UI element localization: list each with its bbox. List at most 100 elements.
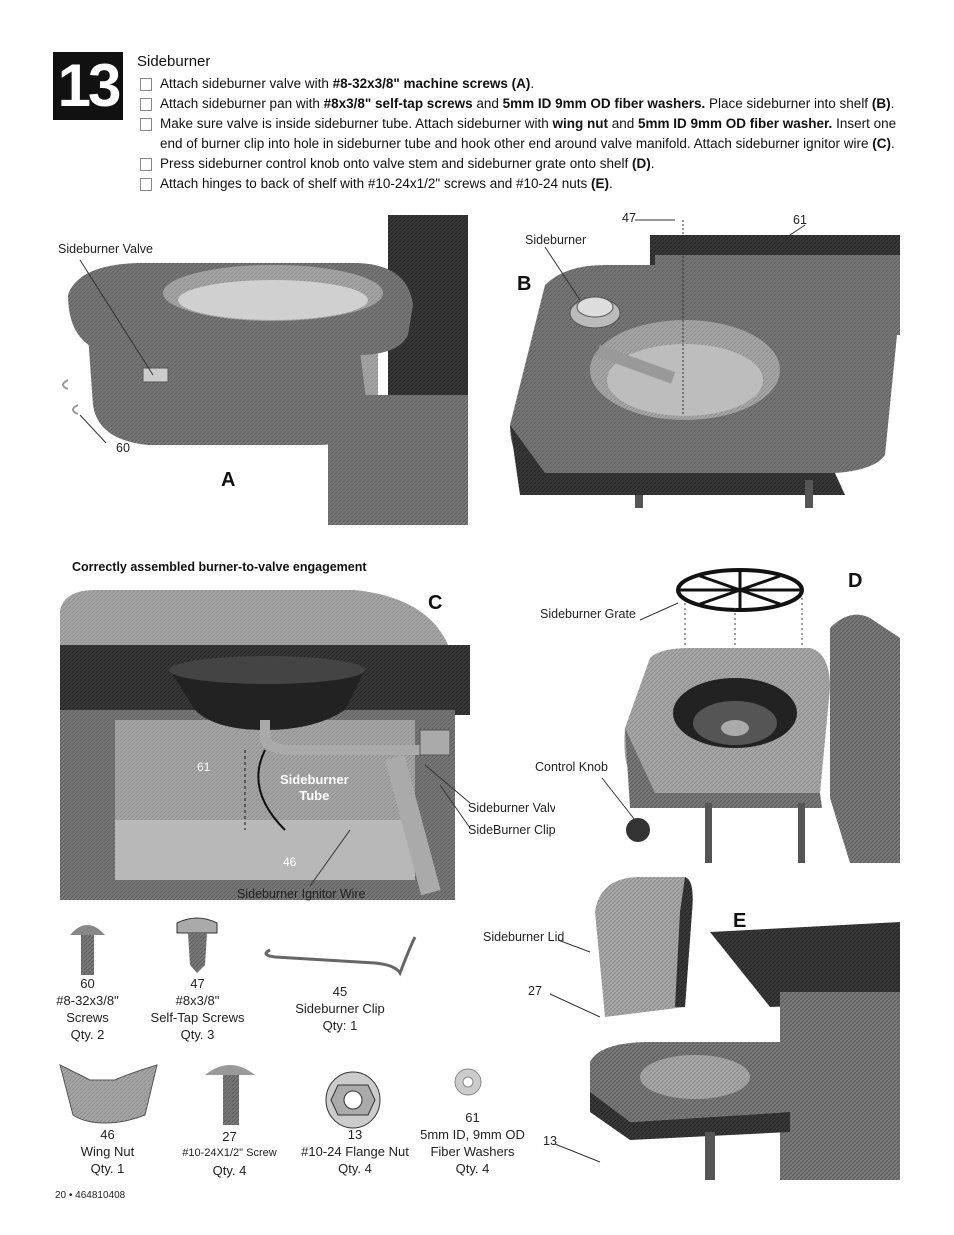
figure-b-illustration (510, 219, 900, 508)
figure-c: Sideburner Tube 61 46 C Sideburner Valve… (55, 590, 555, 905)
parts-illustrations (59, 917, 482, 1129)
instruction-segment: . (609, 176, 613, 191)
callout-e-27: 27 (528, 984, 542, 998)
figure-c-illustration (60, 590, 471, 900)
instruction-text: Attach sideburner pan with #8x3/8" self-… (160, 94, 894, 114)
figure-a-illustration (62, 215, 468, 525)
instruction-segment: . (890, 136, 895, 151)
part-47-screw (176, 917, 218, 973)
part-61-caption: 61 5mm ID, 9mm OD Fiber Washers Qty. 4 (410, 1109, 535, 1177)
callout-60: 60 (116, 441, 130, 455)
part-46-number: 46 (100, 1127, 115, 1142)
part-60-qty: Qty. 2 (70, 1027, 105, 1042)
part-60-line1: #8-32x3/8" (56, 993, 119, 1008)
tube-label-line1: Sideburner (280, 772, 349, 787)
instruction-segment: Place sideburner into shelf (705, 96, 872, 111)
checkbox-icon (140, 118, 152, 131)
instruction-segment: (D) (632, 156, 651, 171)
instruction-segment: Make sure valve is inside sideburner tub… (160, 116, 553, 131)
part-46-wingnut (59, 1064, 158, 1124)
part-27-qty: Qty. 4 (212, 1163, 247, 1178)
part-13-flangenut (325, 1071, 381, 1129)
instruction-segment: (C) (872, 136, 891, 151)
instruction-segment: 5mm ID 9mm OD fiber washers. (502, 96, 706, 111)
figure-letter-e: E (733, 910, 747, 932)
instruction-text: Attach hinges to back of shelf with #10-… (160, 174, 613, 194)
instruction-segment: wing nut (552, 116, 608, 131)
part-46-line1: Wing Nut (80, 1144, 135, 1159)
part-60-number: 60 (80, 976, 95, 991)
part-60-caption: 60 #8-32x3/8" Screws Qty. 2 (40, 975, 135, 1043)
tube-label: Sideburner Tube (280, 772, 349, 804)
part-27-line1: #10-24X1/2" Screw (182, 1147, 277, 1159)
label-sideburner-grate: Sideburner Grate (540, 607, 636, 621)
part-47-number: 47 (190, 976, 205, 991)
callout-c-46: 46 (283, 855, 297, 869)
figure-letter-d: D (848, 570, 863, 592)
label-c-ignitor-wire: Sideburner Ignitor Wire (237, 887, 366, 901)
instruction-segment: Insert one end of burner clip into hole … (160, 116, 897, 151)
part-27-screw (205, 1065, 255, 1125)
instruction-item: Make sure valve is inside sideburner tub… (140, 114, 920, 154)
part-47-qty: Qty. 3 (180, 1027, 215, 1042)
label-sideburner: Sideburner (525, 233, 587, 247)
part-61-qty: Qty. 4 (455, 1161, 490, 1176)
figure-letter-a: A (221, 469, 236, 491)
label-sideburner-valve: Sideburner Valve (58, 242, 153, 256)
figure-d: D Sideburner Grate Control Knob (530, 548, 900, 863)
label-c-sideburner-clip: SideBurner Clip (468, 823, 555, 837)
instruction-segment: (E) (591, 176, 610, 191)
checkbox-icon (140, 178, 152, 191)
instruction-text: Attach sideburner valve with #8-32x3/8" … (160, 74, 534, 94)
part-45-qty: Qty: 1 (322, 1018, 358, 1033)
part-13-number: 13 (347, 1127, 363, 1142)
step-number: 13 (53, 52, 123, 120)
part-47-line1: #8x3/8" (175, 993, 220, 1008)
instruction-segment: and (472, 96, 503, 111)
callout-61: 61 (793, 213, 807, 227)
part-61-line2: Fiber Washers (430, 1144, 515, 1159)
instruction-segment: #8-32x3/8" machine screws (A) (332, 76, 531, 91)
part-27-number: 27 (222, 1129, 237, 1144)
part-60-screw (70, 925, 105, 975)
instruction-text: Press sideburner control knob onto valve… (160, 154, 655, 174)
part-27-caption: 27 #10-24X1/2" Screw Qty. 4 (172, 1128, 287, 1179)
instruction-item: Attach hinges to back of shelf with #10-… (140, 174, 920, 194)
instruction-segment: . (890, 96, 895, 111)
part-13-qty: Qty. 4 (338, 1161, 372, 1176)
part-47-line2: Self-Tap Screws (150, 1010, 245, 1025)
figure-e: E Sideburner Lid 27 13 (480, 872, 900, 1180)
figure-letter-c: C (428, 592, 443, 614)
step-title: Sideburner (137, 53, 211, 70)
label-c-sideburner-valve: Sideburner Valve (468, 801, 555, 815)
instruction-segment: Attach sideburner pan with (160, 96, 324, 111)
part-61-number: 61 (465, 1110, 480, 1125)
callout-e-13: 13 (543, 1134, 557, 1148)
instruction-list: Attach sideburner valve with #8-32x3/8" … (140, 74, 920, 194)
figure-a: Sideburner Valve 60 A (58, 215, 468, 525)
instruction-text: Make sure valve is inside sideburner tub… (160, 114, 920, 154)
checkbox-icon (140, 78, 152, 91)
figure-d-illustration (601, 568, 900, 863)
part-45-number: 45 (332, 984, 348, 999)
figure-e-illustration (549, 877, 900, 1180)
part-46-qty: Qty. 1 (90, 1161, 125, 1176)
part-60-line2: Screws (66, 1010, 109, 1025)
part-47-caption: 47 #8x3/8" Self-Tap Screws Qty. 3 (140, 975, 255, 1043)
part-61-line1: 5mm ID, 9mm OD (420, 1127, 525, 1142)
checkbox-icon (140, 158, 152, 171)
checkbox-icon (140, 98, 152, 111)
part-46-caption: 46 Wing Nut Qty. 1 (60, 1126, 155, 1177)
part-61-washer (454, 1068, 482, 1096)
figure-c-heading: Correctly assembled burner-to-valve enga… (72, 560, 367, 574)
callout-47: 47 (622, 211, 636, 225)
instruction-segment: (B) (871, 96, 891, 111)
figure-b: 47 61 Sideburner B (505, 205, 900, 508)
part-13-line1: #10-24 Flange Nut (301, 1144, 409, 1159)
instruction-segment: #8x3/8" self-tap screws (323, 96, 473, 111)
instruction-segment: and (607, 116, 638, 131)
part-45-caption: 45 Sideburner Clip Qty: 1 (280, 983, 400, 1034)
label-sideburner-lid: Sideburner Lid (483, 930, 565, 944)
instruction-item: Attach sideburner valve with #8-32x3/8" … (140, 74, 920, 94)
label-control-knob: Control Knob (535, 760, 608, 774)
